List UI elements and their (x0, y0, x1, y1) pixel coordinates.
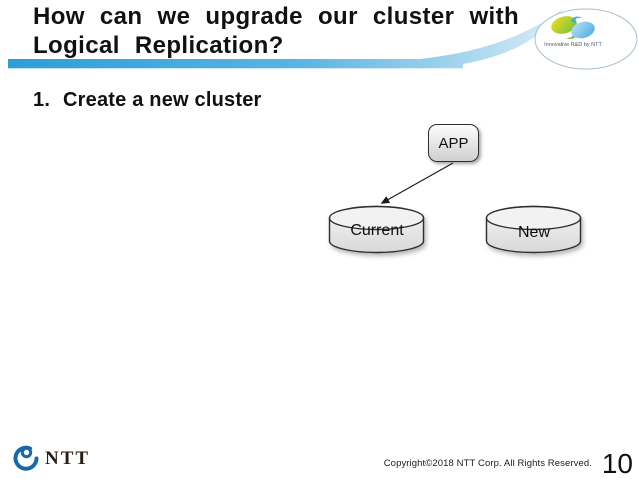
arrow-connector (380, 162, 454, 204)
header-decoration: Innovative R&D by NTT (8, 8, 638, 70)
section-heading-text: Create a new cluster (63, 89, 262, 111)
section-heading: 1. Create a new cluster (33, 89, 262, 112)
innovative-rd-logo-caption: Innovative R&D by NTT (544, 42, 602, 48)
new-db-cylinder (485, 205, 582, 254)
slide-title: How can we upgrade our cluster with Logi… (33, 2, 593, 60)
innovative-rd-logo-icon (551, 16, 595, 39)
page-number: 10 (601, 448, 633, 479)
header-swoosh (420, 8, 564, 69)
app-node: APP (428, 124, 479, 162)
copyright-text: Copyright©2018 NTT Corp. All Rights Rese… (383, 458, 592, 469)
title-accent-bar (8, 59, 463, 69)
slide-title-line1: How can we upgrade our cluster with (33, 3, 520, 30)
ntt-logo-text: NTT (45, 448, 91, 469)
current-db-cylinder (328, 205, 425, 254)
slide-title-line2: Logical Replication? (33, 32, 284, 59)
current-db-label: Current (350, 222, 404, 239)
app-node-label: APP (438, 134, 469, 152)
new-db-label: New (517, 224, 550, 241)
section-heading-number: 1. (33, 89, 51, 111)
ntt-logo-icon (13, 445, 39, 471)
